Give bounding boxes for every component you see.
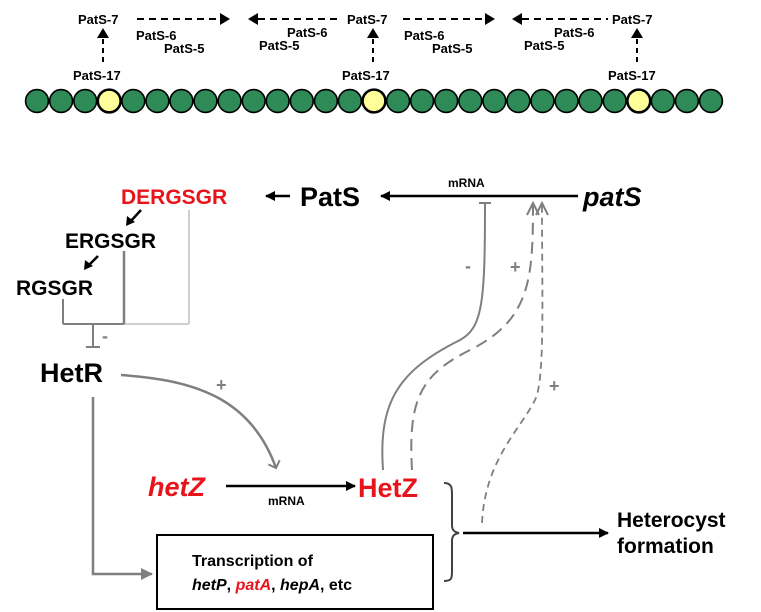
vegetative-cell [506, 88, 531, 114]
vegetative-cell [385, 88, 411, 114]
label-pats6: PatS-6 [136, 28, 176, 43]
label-pats5: PatS-5 [524, 38, 564, 53]
gene-hetz: hetZ [148, 472, 207, 502]
vegetative-cell [289, 88, 314, 114]
transcription-line1: Transcription of [192, 553, 314, 570]
vegetative-cell [554, 88, 579, 114]
vegetative-cell [674, 88, 700, 114]
filament-labels: PatS-7 PatS-6 PatS-5 PatS-17 PatS-7 PatS… [73, 12, 656, 83]
mrna-label-top: mRNA [448, 176, 485, 190]
vegetative-cell [169, 88, 194, 114]
arrowhead-up-icon [367, 28, 379, 38]
heterocyst-cell [626, 88, 652, 114]
label-pats17: PatS-17 [608, 68, 656, 83]
vegetative-cell [530, 88, 555, 114]
transcription-box [156, 534, 434, 610]
protein-hetr: HetR [40, 358, 103, 388]
inhibition-line-hetz-to-pats [381, 202, 486, 471]
transcription-line2: hetP, patA, hepA, etc [192, 577, 352, 594]
label-pats5: PatS-5 [259, 38, 299, 53]
protein-pats: PatS [300, 182, 360, 212]
label-pats7: PatS-7 [347, 12, 387, 27]
cyanobacterial-filament [24, 88, 724, 114]
vegetative-cell [698, 88, 724, 114]
vegetative-cell [434, 88, 459, 114]
pats-signal-arrows [97, 13, 643, 62]
etc-text: , etc [320, 577, 352, 594]
label-pats5: PatS-5 [164, 41, 204, 56]
label-pats17: PatS-17 [73, 68, 121, 83]
gene-hetp: hetP [192, 577, 227, 594]
arrowhead-icon [84, 260, 93, 270]
vegetative-cell [193, 88, 218, 114]
activation-arrow-hetr-to-hetz [120, 373, 281, 470]
arrowhead-icon [126, 216, 135, 226]
arrowhead-right-icon [485, 13, 495, 25]
label-pats5: PatS-5 [432, 41, 472, 56]
vegetative-cell [241, 88, 266, 114]
peptide-inhibition-bracket [62, 210, 190, 348]
heterocyst-cell [361, 88, 387, 114]
peptide-dergsgr: DERGSGR [121, 186, 227, 209]
sign-activate-hetz: + [216, 375, 227, 395]
label-pats17: PatS-17 [342, 68, 390, 83]
vegetative-cell [602, 88, 627, 114]
vegetative-cell [265, 88, 290, 114]
vegetative-cell [650, 88, 675, 114]
label-pats7: PatS-7 [612, 12, 652, 27]
vegetative-cell [409, 88, 435, 114]
label-pats6: PatS-6 [287, 25, 327, 40]
separator: , [227, 577, 236, 594]
vegetative-cell [217, 88, 242, 114]
sign-activate-dashed: + [510, 257, 521, 277]
arrowhead-open-icon [535, 200, 549, 216]
vegetative-cell [578, 88, 603, 114]
arrowhead-right-icon [220, 13, 230, 25]
label-pats6: PatS-6 [404, 28, 444, 43]
gene-pata: patA [235, 577, 272, 594]
gene-pats: patS [582, 182, 642, 212]
vegetative-cell [482, 88, 507, 114]
vegetative-cell [121, 88, 146, 114]
vegetative-cell [24, 88, 50, 114]
gene-hepa: hepA [280, 577, 320, 594]
peptide-ergsgr: ERGSGR [65, 230, 156, 253]
arrowhead-up-icon [97, 28, 109, 38]
heterocyst-cell [96, 88, 122, 114]
activation-arrow-hetr-to-transcription [91, 397, 153, 580]
mrna-label-bottom: mRNA [268, 494, 305, 508]
grouping-brace [443, 482, 460, 582]
arrowhead-left-icon [248, 13, 258, 25]
label-pats6: PatS-6 [554, 25, 594, 40]
vegetative-cell [48, 88, 74, 114]
label-pats7: PatS-7 [78, 12, 118, 27]
peptide-rgsgr: RGSGR [16, 277, 93, 300]
vegetative-cell [72, 88, 98, 114]
activation-dashed-hetz-to-pats [410, 204, 534, 471]
vegetative-cell [145, 88, 170, 114]
arrowhead-up-icon [631, 28, 643, 38]
vegetative-cell [337, 88, 363, 114]
arrowhead-left-icon [512, 13, 522, 25]
outcome-line1: Heterocyst [617, 509, 726, 532]
separator: , [271, 577, 280, 594]
sign-inhibit-pats: - [465, 256, 471, 276]
protein-hetz: HetZ [358, 473, 418, 503]
activation-dotted-to-pats [481, 204, 544, 524]
sign-inhibit-hetr: - [102, 326, 108, 346]
outcome-line2: formation [617, 535, 714, 558]
vegetative-cell [458, 88, 483, 114]
vegetative-cell [313, 88, 339, 114]
sign-activate-dotted: + [549, 376, 560, 396]
